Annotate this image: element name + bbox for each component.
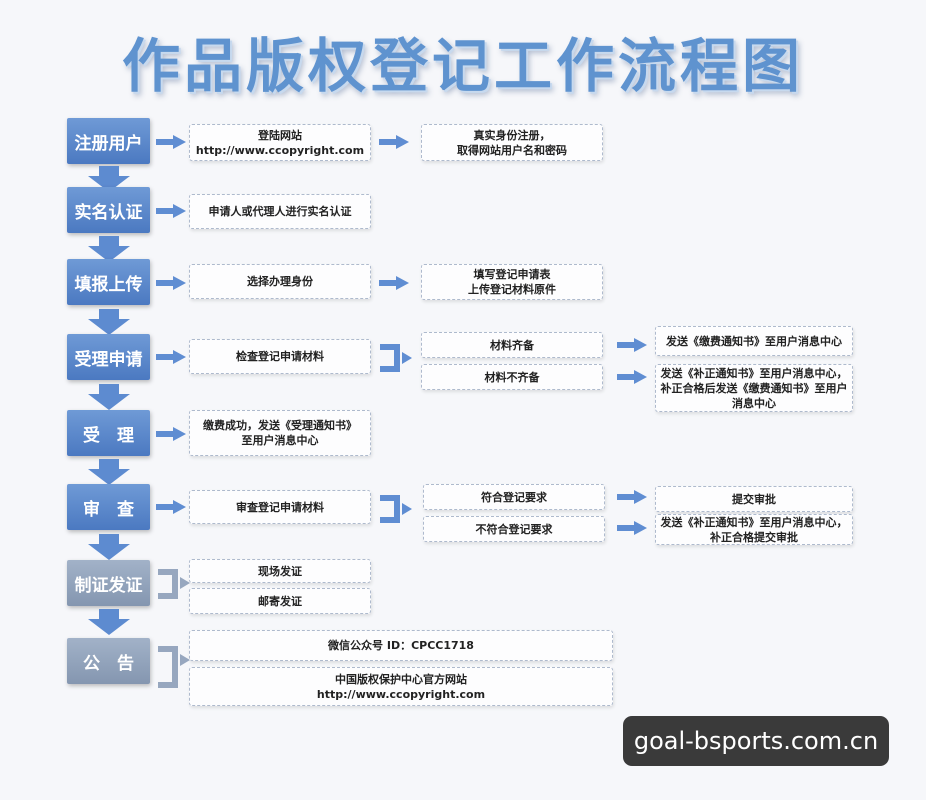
right-arrow-icon xyxy=(379,135,409,149)
right-arrow-icon xyxy=(617,490,647,504)
down-arrow-icon xyxy=(88,534,130,560)
right-arrow-icon xyxy=(156,350,186,364)
right-arrow-icon xyxy=(617,370,647,384)
right-arrow-icon xyxy=(379,276,409,290)
down-arrow-icon xyxy=(88,166,130,192)
right-arrow-icon xyxy=(156,204,186,218)
check-materials-box: 检查登记申请材料 xyxy=(189,339,371,374)
down-arrow-icon xyxy=(88,236,130,262)
review-materials-box: 审查登记申请材料 xyxy=(189,490,371,524)
branch-arrow-icon xyxy=(380,495,412,523)
right-arrow-icon xyxy=(156,276,186,290)
page-title: 作品版权登记工作流程图 xyxy=(121,32,804,100)
materials-incomplete-box: 材料不齐备 xyxy=(421,364,603,390)
right-arrow-icon xyxy=(156,135,186,149)
fill-upload-box: 填写登记申请表上传登记材料原件 xyxy=(421,264,603,300)
mail-issue-box: 邮寄发证 xyxy=(189,588,371,614)
wechat-box: 微信公众号 ID：CPCC1718 xyxy=(189,630,613,661)
real-name-register-box: 真实身份注册，取得网站用户名和密码 xyxy=(421,124,603,161)
step-review: 审 查 xyxy=(67,484,150,530)
down-arrow-icon xyxy=(88,459,130,485)
branch-arrow-icon xyxy=(158,646,190,688)
onsite-issue-box: 现场发证 xyxy=(189,559,371,583)
step-intake: 受理申请 xyxy=(67,334,150,380)
step-accept: 受 理 xyxy=(67,410,150,456)
step-announce: 公 告 xyxy=(67,638,150,684)
acceptance-notice-box: 缴费成功，发送《受理通知书》至用户消息中心 xyxy=(189,410,371,456)
review-correction-box: 发送《补正通知书》至用户消息中心，补正合格提交审批 xyxy=(655,514,853,545)
down-arrow-icon xyxy=(88,609,130,635)
watermark: goal-bsports.com.cn xyxy=(623,716,889,766)
choose-identity-box: 选择办理身份 xyxy=(189,264,371,299)
step-verify: 实名认证 xyxy=(67,187,150,233)
submit-approval-box: 提交审批 xyxy=(655,486,853,512)
right-arrow-icon xyxy=(617,338,647,352)
fails-requirements-box: 不符合登记要求 xyxy=(423,516,605,542)
meets-requirements-box: 符合登记要求 xyxy=(423,484,605,510)
step-issue: 制证发证 xyxy=(67,560,150,606)
step-register: 注册用户 xyxy=(67,118,150,164)
correction-notice-box: 发送《补正通知书》至用户消息中心，补正合格后发送《缴费通知书》至用户消息中心 xyxy=(655,364,853,412)
down-arrow-icon xyxy=(88,309,130,335)
verify-box: 申请人或代理人进行实名认证 xyxy=(189,194,371,229)
right-arrow-icon xyxy=(156,427,186,441)
branch-arrow-icon xyxy=(158,569,190,599)
materials-complete-box: 材料齐备 xyxy=(421,332,603,358)
right-arrow-icon xyxy=(617,521,647,535)
fee-notice-box: 发送《缴费通知书》至用户消息中心 xyxy=(655,326,853,356)
down-arrow-icon xyxy=(88,384,130,410)
branch-arrow-icon xyxy=(380,344,412,372)
right-arrow-icon xyxy=(156,500,186,514)
step-upload: 填报上传 xyxy=(67,259,150,305)
